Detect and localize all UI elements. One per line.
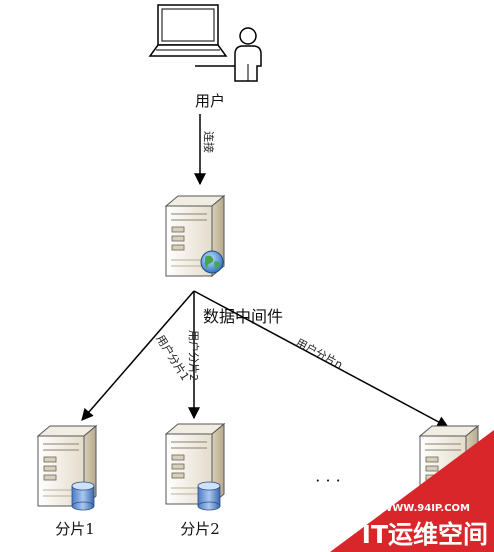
arrow-to-shard1 <box>81 290 195 421</box>
shard1-edge-label: 用户分片1 <box>153 332 192 383</box>
database-icon <box>197 481 221 511</box>
watermark-url: WWW.94IP.COM <box>381 503 470 514</box>
more-shards-ellipsis: · · · <box>315 471 340 490</box>
shard2-label: 分片2 <box>180 520 220 538</box>
shardn-edge-label: 用户分片n <box>294 335 346 371</box>
shard1-label: 分片1 <box>55 520 95 538</box>
watermark-banner <box>330 430 494 552</box>
user-label: 用户 <box>195 92 225 110</box>
database-icon <box>71 481 95 511</box>
watermark-brand: IT运维空间 <box>362 520 488 549</box>
globe-icon <box>200 250 224 274</box>
laptop-icon <box>148 4 228 57</box>
connect-label: 连接 <box>202 131 215 153</box>
watermark: WWW.94IP.COM IT运维空间 <box>330 430 494 552</box>
person-icon <box>195 27 262 82</box>
arrow-to-shardn <box>193 290 450 428</box>
shard2-edge-label: 用户分片2 <box>187 330 201 381</box>
